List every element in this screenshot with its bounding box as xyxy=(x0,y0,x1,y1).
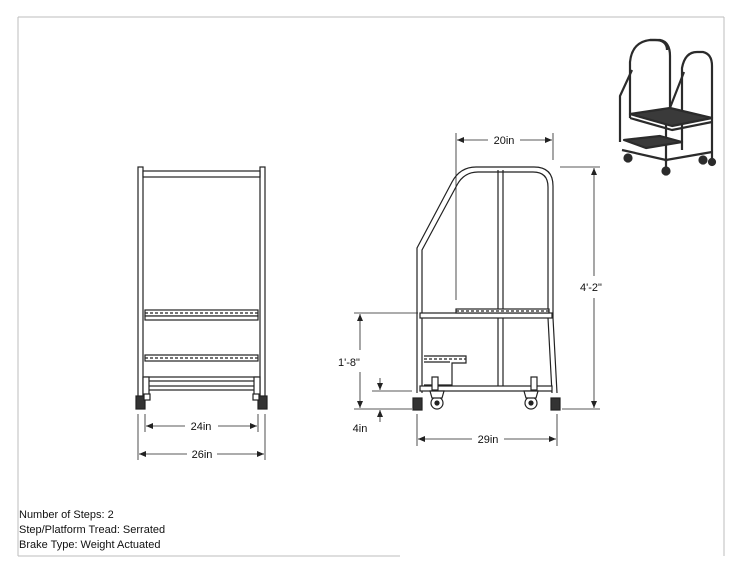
front-dimensions xyxy=(137,414,266,460)
spec-tread: Step/Platform Tread: Serrated xyxy=(19,524,166,536)
sheet-border xyxy=(17,16,725,557)
spec-list: Number of Steps: 2 Step/Platform Tread: … xyxy=(19,508,165,553)
spec-brake-type: Brake Type: Weight Actuated xyxy=(19,539,161,551)
step-rise-label: 4in xyxy=(353,423,368,435)
side-view xyxy=(412,166,561,411)
front-view xyxy=(135,166,268,410)
platform-height-label: 1'-8" xyxy=(338,357,360,369)
front-inner-width-label: 24in xyxy=(191,421,212,433)
overall-height-label: 4'-2" xyxy=(580,282,602,294)
spec-number-of-steps: Number of Steps: 2 xyxy=(19,509,114,521)
side-depth-top-label: 20in xyxy=(494,135,515,147)
base-depth-label: 29in xyxy=(478,434,499,446)
isometric-ladder-image xyxy=(618,38,717,176)
front-overall-width-label: 26in xyxy=(192,449,213,461)
side-dimensions xyxy=(354,133,600,446)
